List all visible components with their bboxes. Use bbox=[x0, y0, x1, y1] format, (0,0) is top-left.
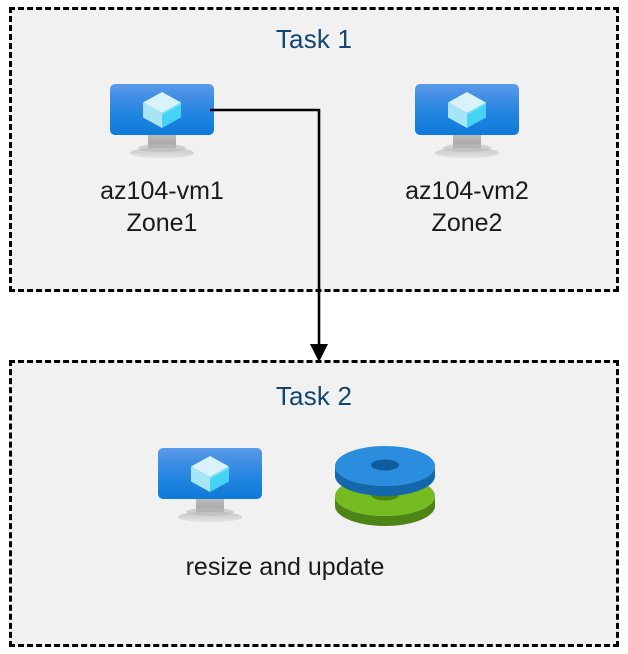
monitor-base bbox=[178, 508, 242, 522]
cube-icon bbox=[448, 92, 486, 128]
cube-icon bbox=[143, 92, 181, 128]
virtual-machine-icon-vm1 bbox=[110, 84, 214, 159]
cube-icon bbox=[191, 456, 229, 492]
vm1-label: az104-vm1 Zone1 bbox=[100, 177, 224, 237]
task-2-caption: resize and update bbox=[185, 553, 385, 581]
task-2-title: Task 2 bbox=[275, 381, 353, 411]
task-2-panel bbox=[9, 360, 619, 647]
virtual-machine-icon-vm2 bbox=[415, 84, 519, 159]
vm2-label: az104-vm2 Zone2 bbox=[405, 177, 529, 237]
virtual-machine-icon-task2 bbox=[158, 448, 262, 523]
monitor-screen bbox=[158, 448, 262, 499]
monitor-screen bbox=[415, 84, 519, 135]
disk-blue bbox=[335, 446, 435, 496]
managed-disks-icon bbox=[335, 446, 435, 526]
monitor-screen bbox=[110, 84, 214, 135]
monitor-base bbox=[435, 144, 499, 158]
monitor-base bbox=[130, 144, 194, 158]
task-1-title: Task 1 bbox=[275, 24, 353, 54]
